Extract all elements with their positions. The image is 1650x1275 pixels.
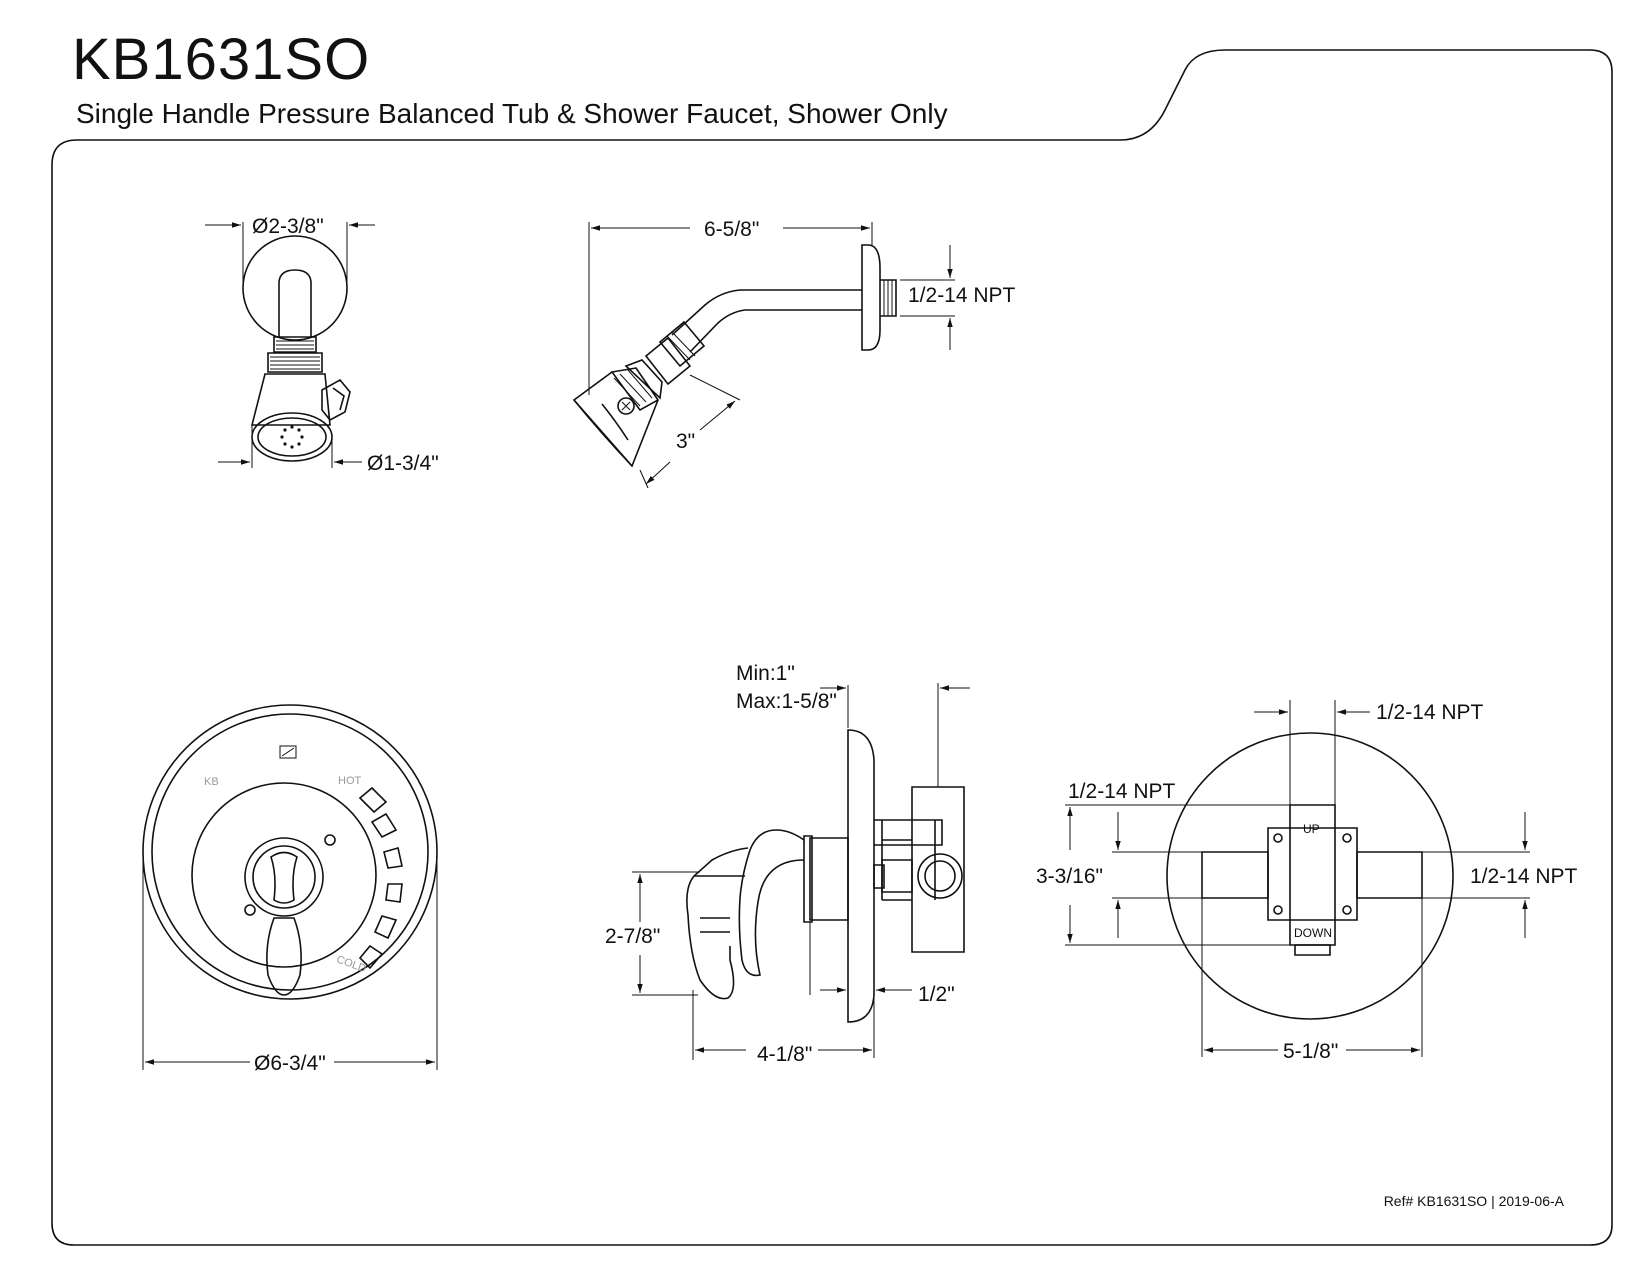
valve-side-view <box>632 683 970 1060</box>
page-subtitle: Single Handle Pressure Balanced Tub & Sh… <box>76 98 948 129</box>
dim-head-length: 3" <box>676 430 695 453</box>
dim-wall-min: Min:1" <box>736 662 795 685</box>
reference-note: Ref# KB1631SO | 2019-06-A <box>1383 1193 1564 1209</box>
svg-text:COLD: COLD <box>335 954 368 976</box>
sheet-border <box>51 49 1613 1246</box>
dim-arm-length: 6-5/8" <box>704 218 759 241</box>
shower-arm-side-view <box>572 222 955 489</box>
svg-text:UP: UP <box>1303 822 1320 836</box>
dim-plate-offset: 1/2" <box>918 983 955 1006</box>
dim-plate-diameter: Ø6-3/4" <box>254 1052 326 1075</box>
trim-plate-front-view: KB HOT COLD <box>142 704 438 1070</box>
svg-text:KB: KB <box>204 776 219 788</box>
dim-wall-max: Max:1-5/8" <box>736 690 837 713</box>
dim-handle-depth: 4-1/8" <box>757 1043 812 1066</box>
dim-valve-height: 3-3/16" <box>1036 865 1103 888</box>
dim-head-diameter: Ø1-3/4" <box>367 452 439 475</box>
svg-text:DOWN: DOWN <box>1294 926 1332 940</box>
svg-text:HOT: HOT <box>338 775 362 787</box>
dim-valve-width: 5-1/8" <box>1283 1040 1338 1063</box>
dim-arm-thread: 1/2-14 NPT <box>908 284 1016 307</box>
page-title: KB1631SO <box>72 27 371 92</box>
dim-spout-height: 2-7/8" <box>605 925 660 948</box>
dim-right-port: 1/2-14 NPT <box>1470 865 1578 888</box>
dim-top-port: 1/2-14 NPT <box>1376 701 1484 724</box>
valve-rough-in-view: UP DOWN <box>1065 700 1530 1057</box>
dim-flange-diameter: Ø2-3/8" <box>252 215 324 238</box>
dim-left-port: 1/2-14 NPT <box>1068 780 1176 803</box>
shower-head-front-view <box>205 222 375 468</box>
